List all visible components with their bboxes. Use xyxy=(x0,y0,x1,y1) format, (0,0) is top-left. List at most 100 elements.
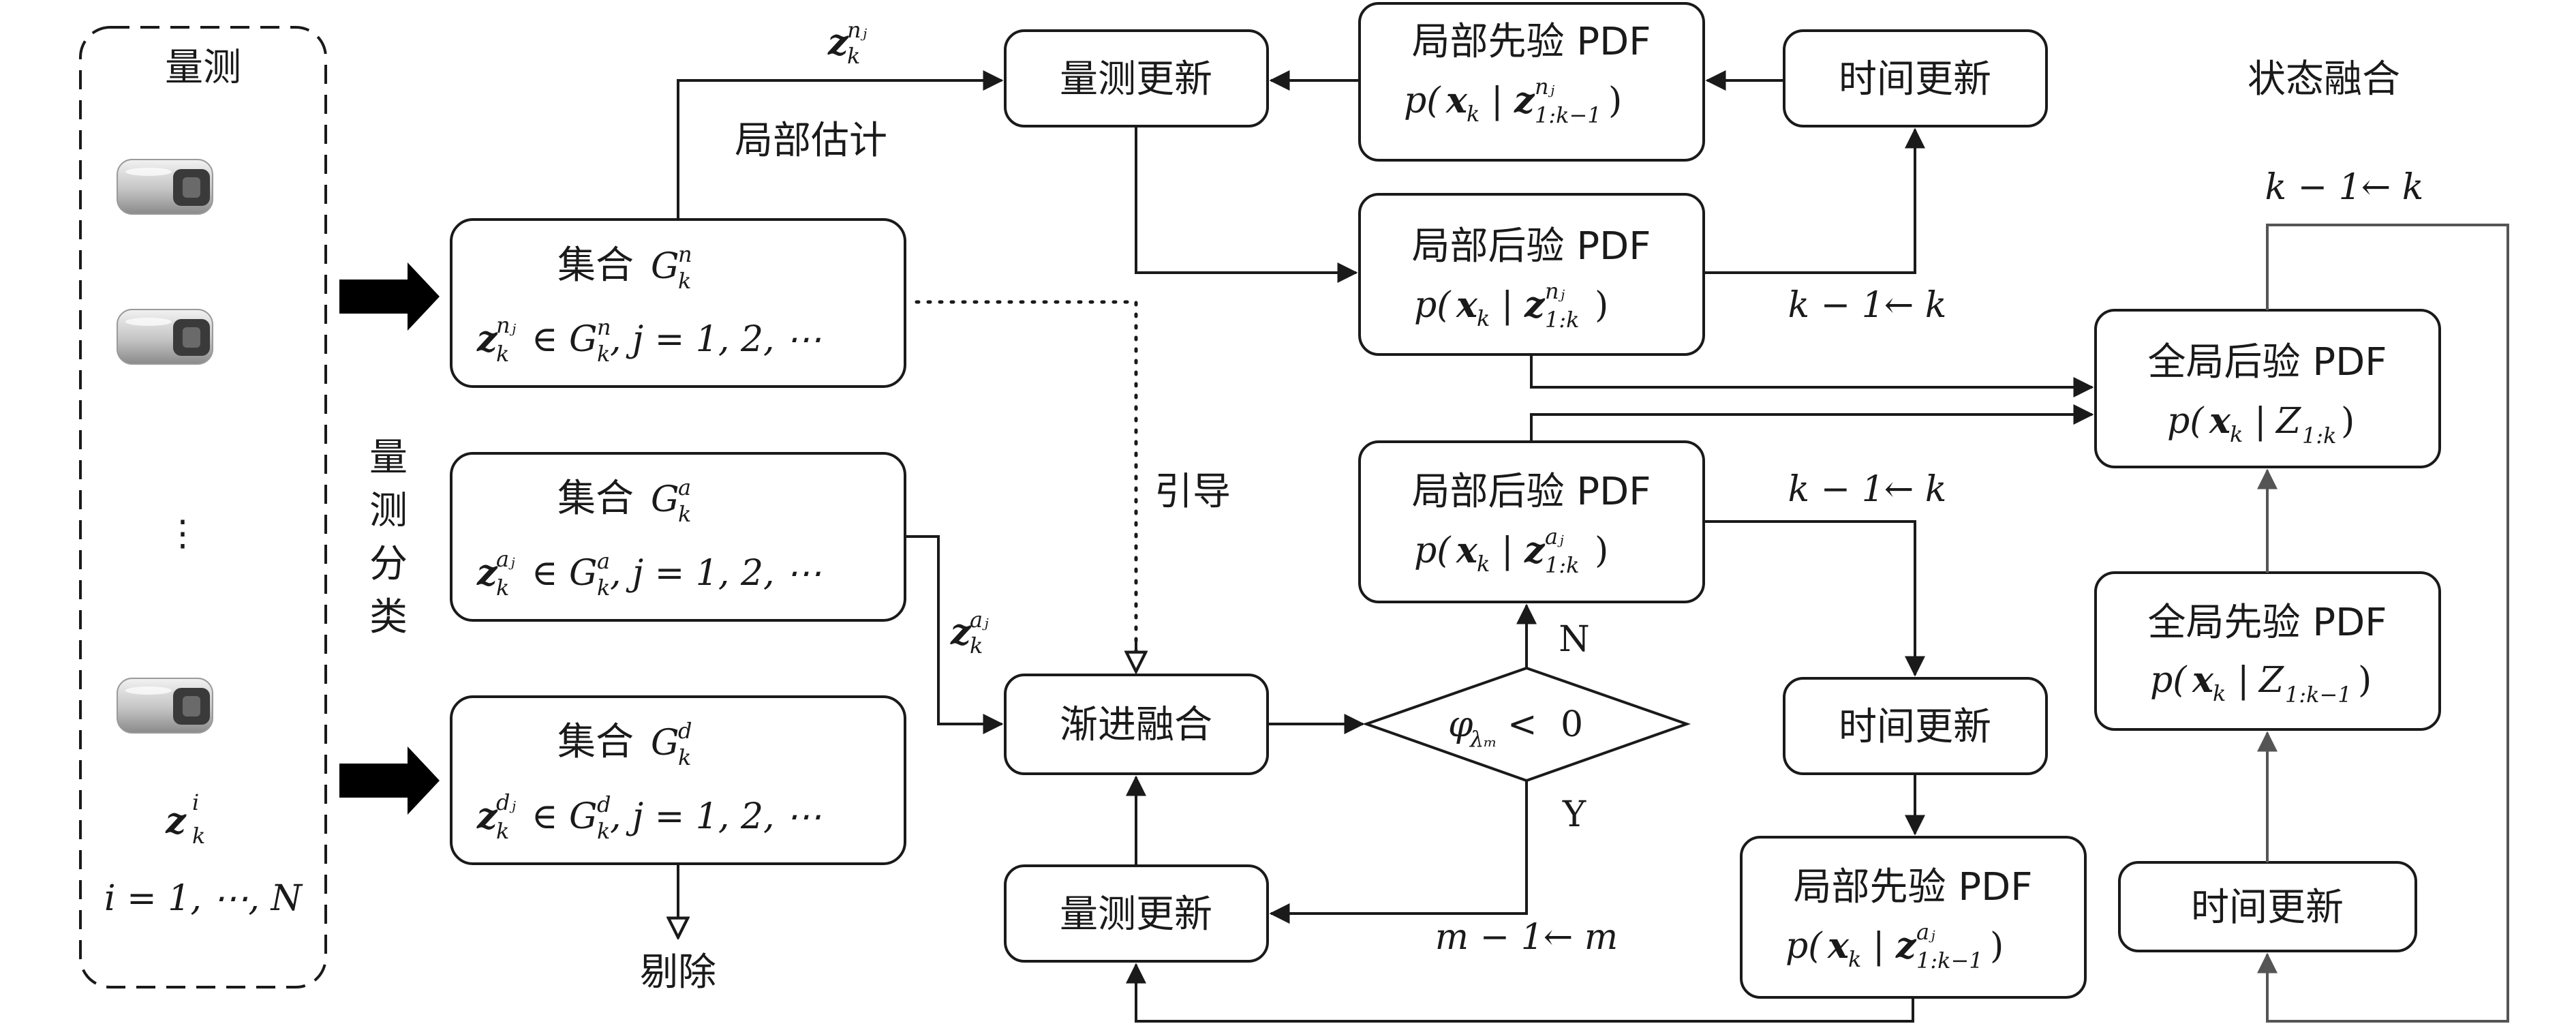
svg-text:k: k xyxy=(496,575,509,601)
sensor-icon xyxy=(117,309,213,365)
time-update-top-box: 时间更新 xyxy=(1783,29,2048,127)
index-range-label: i = 1, ⋯, N xyxy=(104,878,303,919)
svg-text:G: G xyxy=(651,479,679,520)
connectors xyxy=(677,70,2509,1023)
svg-text:∈: ∈ xyxy=(532,553,558,594)
svg-text:|: | xyxy=(1501,285,1514,326)
z-measurement-label: z xyxy=(165,800,187,842)
svg-text:k: k xyxy=(1477,305,1490,331)
svg-text:G: G xyxy=(569,796,598,837)
svg-text:x: x xyxy=(1456,530,1478,571)
svg-text:全局后验 PDF: 全局后验 PDF xyxy=(2148,340,2387,384)
measure-update-bottom-box: 量测更新 xyxy=(1004,864,1269,963)
ellipsis-dots: ⋮ xyxy=(165,513,200,554)
classification-arrows xyxy=(339,262,440,815)
svg-text:): ) xyxy=(1595,530,1608,571)
svg-text:G: G xyxy=(651,723,679,764)
svg-text:局部后验 PDF: 局部后验 PDF xyxy=(1412,224,1651,269)
svg-text:k: k xyxy=(496,341,509,367)
connector xyxy=(677,70,1004,220)
svg-text:渐进融合: 渐进融合 xyxy=(1060,703,1212,747)
measurement-panel-title: 量测 xyxy=(165,46,241,90)
svg-text:|: | xyxy=(2237,660,2250,701)
svg-text:k: k xyxy=(597,341,610,367)
svg-text:k: k xyxy=(1467,101,1479,127)
svg-text:|: | xyxy=(1491,80,1503,121)
svg-text:时间更新: 时间更新 xyxy=(1839,705,1991,749)
svg-text:z: z xyxy=(476,552,498,594)
svg-text:x: x xyxy=(2192,659,2214,701)
local-post-top-box: 局部后验 PDF p( x k | z nⱼ 1:k ) xyxy=(1358,193,1705,356)
svg-text:x: x xyxy=(1456,284,1478,326)
connector xyxy=(1135,126,1358,283)
svg-text:z: z xyxy=(1524,530,1546,571)
connector xyxy=(1530,354,2094,397)
svg-text:λₘ: λₘ xyxy=(1469,726,1497,752)
sensor-icon xyxy=(117,159,213,215)
svg-text:aⱼ: aⱼ xyxy=(1916,919,1935,945)
svg-text:时间更新: 时间更新 xyxy=(1839,57,1991,102)
svg-text:量测更新: 量测更新 xyxy=(1060,57,1212,102)
z-measurement-sup: i xyxy=(192,789,199,815)
svg-text:n: n xyxy=(597,314,611,340)
svg-text:量: 量 xyxy=(369,436,408,480)
svg-text:0: 0 xyxy=(1561,704,1583,745)
svg-text:): ) xyxy=(1608,80,1622,121)
svg-text:z: z xyxy=(1895,925,1917,967)
svg-text:nⱼ: nⱼ xyxy=(496,312,517,338)
svg-text:|: | xyxy=(2254,401,2267,442)
set-box-n: 集合 G n k z k nⱼ ∈ G n k , j = 1, 2, ⋯ xyxy=(450,218,906,388)
svg-text:nⱼ: nⱼ xyxy=(1535,74,1555,100)
svg-text:k: k xyxy=(1848,946,1861,972)
svg-text:G: G xyxy=(569,553,598,594)
svg-text:k: k xyxy=(597,818,610,844)
measurement-classification-label: 量 测 分 类 xyxy=(369,436,408,639)
progressive-fusion-box: 渐进融合 xyxy=(1004,674,1269,775)
svg-text:): ) xyxy=(1595,285,1608,326)
connector xyxy=(905,535,1004,734)
svg-text:p(: p( xyxy=(1785,926,1823,967)
svg-text:集合: 集合 xyxy=(557,243,634,288)
time-update-right-box: 时间更新 xyxy=(2118,861,2417,952)
global-post-box: 全局后验 PDF p( x k | Z 1:k ) xyxy=(2094,309,2441,468)
svg-text:d: d xyxy=(597,791,611,817)
state-fusion-label: 状态融合 xyxy=(2248,57,2400,102)
svg-text:G: G xyxy=(569,319,598,360)
svg-text:aⱼ: aⱼ xyxy=(496,546,515,572)
svg-text:k: k xyxy=(2213,680,2226,706)
k-update-label-right: k − 1← k xyxy=(2265,167,2424,208)
decision-diamond: φ λₘ < 0 xyxy=(1362,666,1691,783)
svg-text:1:k: 1:k xyxy=(2302,423,2337,449)
svg-text:k: k xyxy=(678,268,691,294)
svg-text:a: a xyxy=(597,548,610,574)
svg-text:测: 测 xyxy=(369,489,408,533)
z-nj-label: z xyxy=(827,22,849,63)
svg-text:时间更新: 时间更新 xyxy=(2191,886,2344,930)
measurement-panel-border xyxy=(79,26,327,989)
m-update-label: m − 1← m xyxy=(1435,917,1618,958)
svg-text:d: d xyxy=(678,718,692,744)
svg-text:局部后验 PDF: 局部后验 PDF xyxy=(1412,470,1651,514)
decision-no-label: N xyxy=(1559,619,1590,660)
svg-text:k: k xyxy=(1477,551,1490,577)
svg-text:类: 类 xyxy=(369,595,408,639)
k-update-label-mid: k − 1← k xyxy=(1788,469,1947,510)
reject-label: 剔除 xyxy=(640,950,716,995)
svg-text:φ: φ xyxy=(1448,704,1473,745)
svg-text:p(: p( xyxy=(2150,660,2188,701)
k-update-label-top: k − 1← k xyxy=(1788,285,1947,326)
svg-text:z: z xyxy=(476,318,498,360)
svg-text:): ) xyxy=(1990,926,2004,967)
svg-text:|: | xyxy=(1873,926,1885,967)
svg-text:Z: Z xyxy=(2258,660,2284,701)
connector xyxy=(1704,520,1925,677)
svg-text:a: a xyxy=(678,474,691,500)
svg-text:|: | xyxy=(1501,530,1514,571)
svg-text:1:k: 1:k xyxy=(1545,307,1580,333)
svg-text:x: x xyxy=(1827,925,1850,967)
z-measurement-sub: k xyxy=(192,823,205,849)
global-prior-box: 全局先验 PDF p( x k | Z 1:k−1 ) xyxy=(2094,571,2441,731)
svg-text:p(: p( xyxy=(1414,285,1452,326)
connector xyxy=(1704,127,1925,274)
decision-yes-label: Y xyxy=(1562,794,1586,835)
